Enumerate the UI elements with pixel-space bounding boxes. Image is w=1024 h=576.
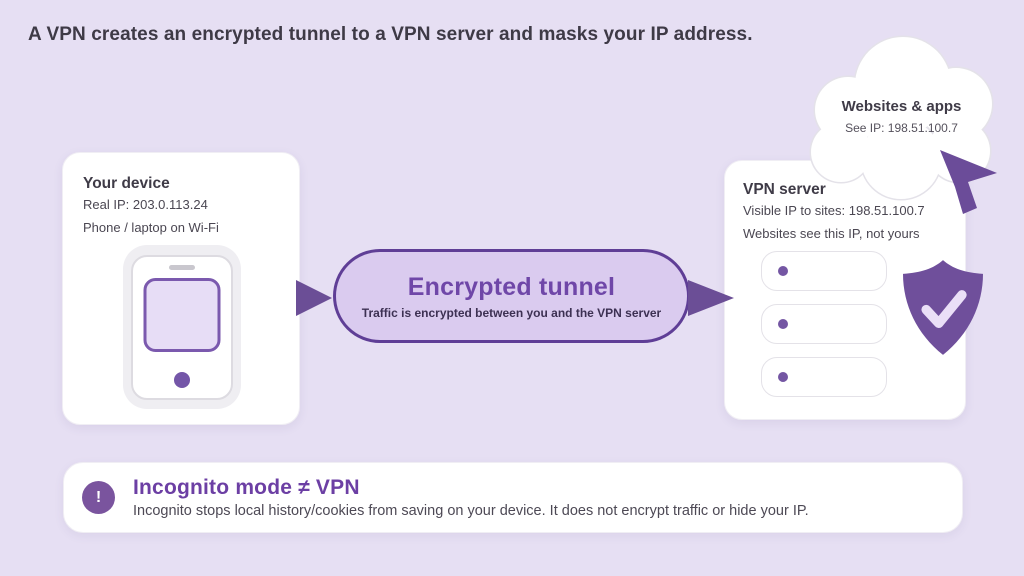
cloud-title: Websites & apps	[841, 98, 962, 115]
server-visible-ip: Visible IP to sites: 198.51.100.7	[743, 203, 925, 218]
cloud-icon	[809, 35, 994, 201]
server-card-title: VPN server	[743, 181, 826, 198]
phone-home-button	[174, 372, 190, 388]
shield-check-icon	[903, 260, 983, 355]
server-rack	[761, 251, 887, 410]
device-type-label: Phone / laptop on Wi-Fi	[83, 220, 219, 235]
server-note: Websites see this IP, not yours	[743, 226, 920, 241]
page-title: A VPN creates an encrypted tunnel to a V…	[28, 24, 753, 45]
alert-icon: !	[82, 481, 115, 514]
server-rack-row	[761, 304, 887, 344]
phone-icon	[123, 245, 241, 409]
incognito-banner: ! Incognito mode ≠ VPN Incognito stops l…	[63, 462, 963, 533]
server-led-dot	[778, 372, 788, 382]
server-led-dot	[778, 319, 788, 329]
device-card: Your device Real IP: 203.0.113.24 Phone …	[62, 152, 300, 425]
phone-screen	[143, 278, 221, 352]
server-rack-row	[761, 357, 887, 397]
cloud-ip-label: See IP: 198.51.100.7	[845, 121, 958, 135]
tunnel-subtitle: Traffic is encrypted between you and the…	[361, 305, 662, 320]
phone-body	[131, 255, 233, 400]
phone-speaker	[169, 265, 195, 270]
server-led-dot	[778, 266, 788, 276]
tunnel-title: Encrypted tunnel	[407, 272, 616, 301]
flow-arrow-left-icon	[296, 280, 332, 316]
banner-body: Incognito stops local history/cookies fr…	[133, 503, 809, 519]
flow-arrow-right-icon	[688, 280, 734, 316]
server-rack-row	[761, 251, 887, 291]
device-card-title: Your device	[83, 175, 170, 192]
device-real-ip: Real IP: 203.0.113.24	[83, 197, 208, 212]
websites-cloud: Websites & apps See IP: 198.51.100.7	[803, 28, 1000, 202]
banner-title: Incognito mode ≠ VPN	[133, 476, 360, 499]
cursor-pointer-icon	[940, 150, 997, 214]
encrypted-tunnel-capsule: Encrypted tunnel Traffic is encrypted be…	[333, 249, 690, 343]
